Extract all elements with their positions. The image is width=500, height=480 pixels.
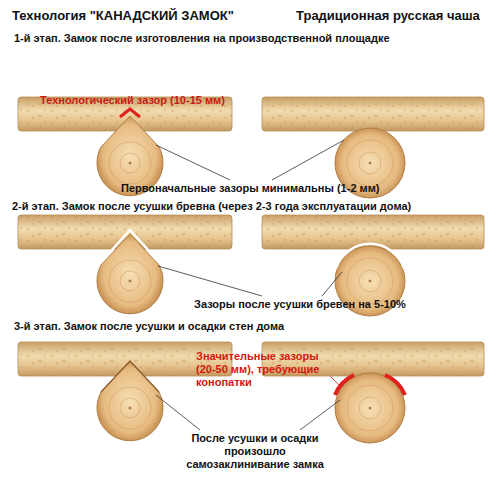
note-annotation: После усушки и осадки произошло самозакл… [180, 432, 330, 471]
gap-annotation: Первоначальные зазоры минимальны (1-2 мм… [121, 182, 380, 195]
leader-line [322, 272, 342, 296]
gap-mark [385, 375, 405, 395]
stage-heading: 3-й этап. Замок после усушки и осадки ст… [14, 320, 284, 333]
gap-annotation: Зазоры после усушки бревен на 5-10% [194, 298, 406, 311]
leader-line [158, 266, 262, 296]
gap-annotation: Значительные зазоры (20-50 мм), требующи… [196, 350, 330, 389]
wedged-joint [101, 361, 159, 392]
gap-mark [336, 244, 404, 268]
leader-line [330, 376, 340, 386]
stage-heading: 2-й этап. Замок после усушки бревна (чер… [12, 200, 411, 213]
gap-mark [335, 375, 354, 395]
gap-mark [120, 109, 140, 117]
leader-line [156, 395, 200, 430]
gap-mark [100, 230, 160, 263]
heading-text: Технология "КАНАДСКИЙ ЗАМОК" [12, 8, 234, 23]
log-row [18, 97, 484, 198]
leader-line [272, 140, 344, 180]
log-row [18, 215, 484, 316]
leader-line [156, 145, 230, 180]
leader-line [300, 400, 340, 430]
stage-heading: 1-й этап. Замок после изготовления на пр… [14, 32, 390, 45]
gap-annotation: Технологический зазор (10-15 мм) [40, 94, 225, 107]
heading-text: Традиционная русская чаша [296, 8, 480, 23]
log-row [18, 342, 484, 443]
